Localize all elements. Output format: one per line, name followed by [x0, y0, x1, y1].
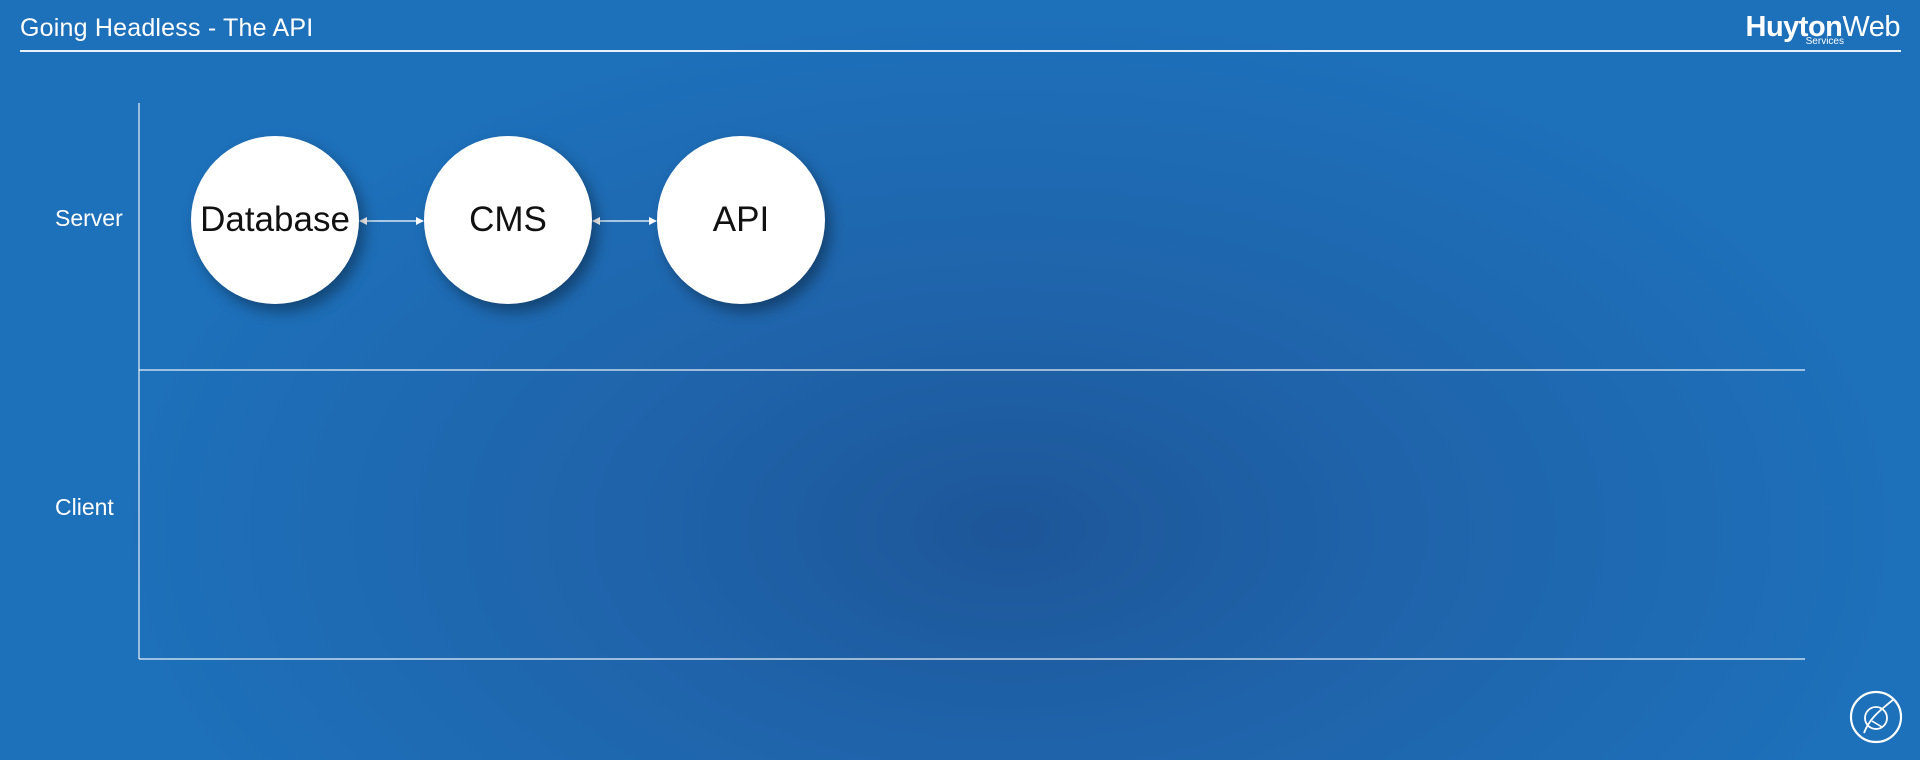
page-title: Going Headless - The API — [20, 14, 314, 42]
node-cms: CMS — [424, 136, 592, 304]
brand-logo: HuytonWeb Services — [1720, 10, 1901, 48]
lane-label-server: Server — [55, 205, 123, 231]
logo-tagline: Services — [1805, 36, 1844, 47]
header-divider — [20, 50, 1901, 52]
node-database: Database — [191, 136, 359, 304]
lane-label-client: Client — [55, 494, 114, 520]
logo-wordmark: HuytonWeb — [1745, 10, 1901, 44]
logo-brand-bold: Huyton — [1745, 11, 1843, 43]
logo-brand-regular: Web — [1842, 11, 1900, 43]
circular-logo-icon — [1849, 690, 1903, 744]
node-api: API — [657, 136, 825, 304]
